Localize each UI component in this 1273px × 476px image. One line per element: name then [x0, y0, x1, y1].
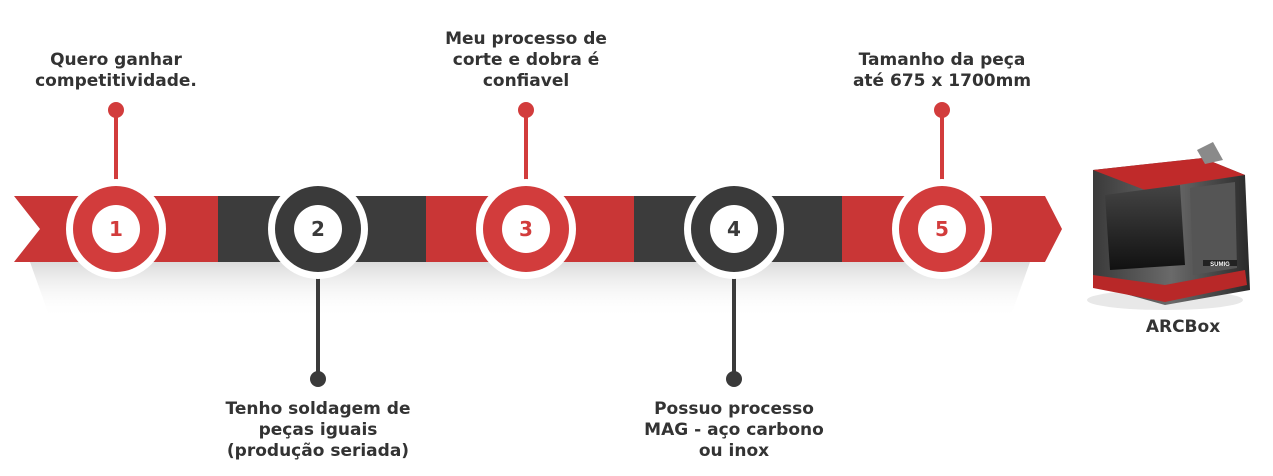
step-4-label-line: Possuo processo	[654, 399, 814, 419]
step-5-dot	[934, 102, 950, 118]
step-3-dot	[518, 102, 534, 118]
step-2-inner	[294, 205, 342, 253]
step-1-number: 1	[109, 217, 123, 241]
step-5-marker: 5	[892, 179, 992, 279]
step-4-label-line: ou inox	[698, 441, 770, 461]
step-3-label-line: corte e dobra é	[452, 50, 600, 70]
step-1-inner	[92, 205, 140, 253]
step-4-label-line: MAG - aço carbono	[644, 420, 824, 440]
step-1-dot	[108, 102, 124, 118]
step-5-label-line: Tamanho da peça	[858, 50, 1026, 70]
step-2-marker: 2	[268, 179, 368, 279]
arcbox-machine-image: SUMIG	[1087, 142, 1250, 310]
step-1-label-line: Quero ganhar	[50, 50, 182, 70]
step-2-dot	[310, 371, 326, 387]
step-5-inner	[918, 205, 966, 253]
step-3-number: 3	[519, 217, 533, 241]
step-2-label-line: peças iguais	[258, 420, 378, 440]
step-4-marker: 4	[684, 179, 784, 279]
step-4-inner	[710, 205, 758, 253]
step-1-label-line: competitividade.	[35, 71, 197, 91]
step-2-number: 2	[311, 217, 325, 241]
step-4-dot	[726, 371, 742, 387]
step-5-label-line: até 675 x 1700mm	[852, 71, 1032, 91]
step-5-number: 5	[935, 217, 949, 241]
svg-text:SUMIG: SUMIG	[1210, 262, 1230, 268]
step-3-marker: 3	[476, 179, 576, 279]
product-name: ARCBox	[1145, 317, 1221, 337]
step-3-label-line: confiavel	[482, 71, 570, 91]
step-2-label-line: (produção seriada)	[226, 441, 410, 461]
step-3-inner	[502, 205, 550, 253]
step-3-label-line: Meu processo de	[445, 29, 607, 49]
step-1-marker: 1	[66, 179, 166, 279]
step-4-number: 4	[727, 217, 741, 241]
band-shadow	[30, 262, 1030, 318]
step-2-label-line: Tenho soldagem de	[225, 399, 411, 419]
step-circles: 1 2 3 4 5	[66, 179, 992, 279]
